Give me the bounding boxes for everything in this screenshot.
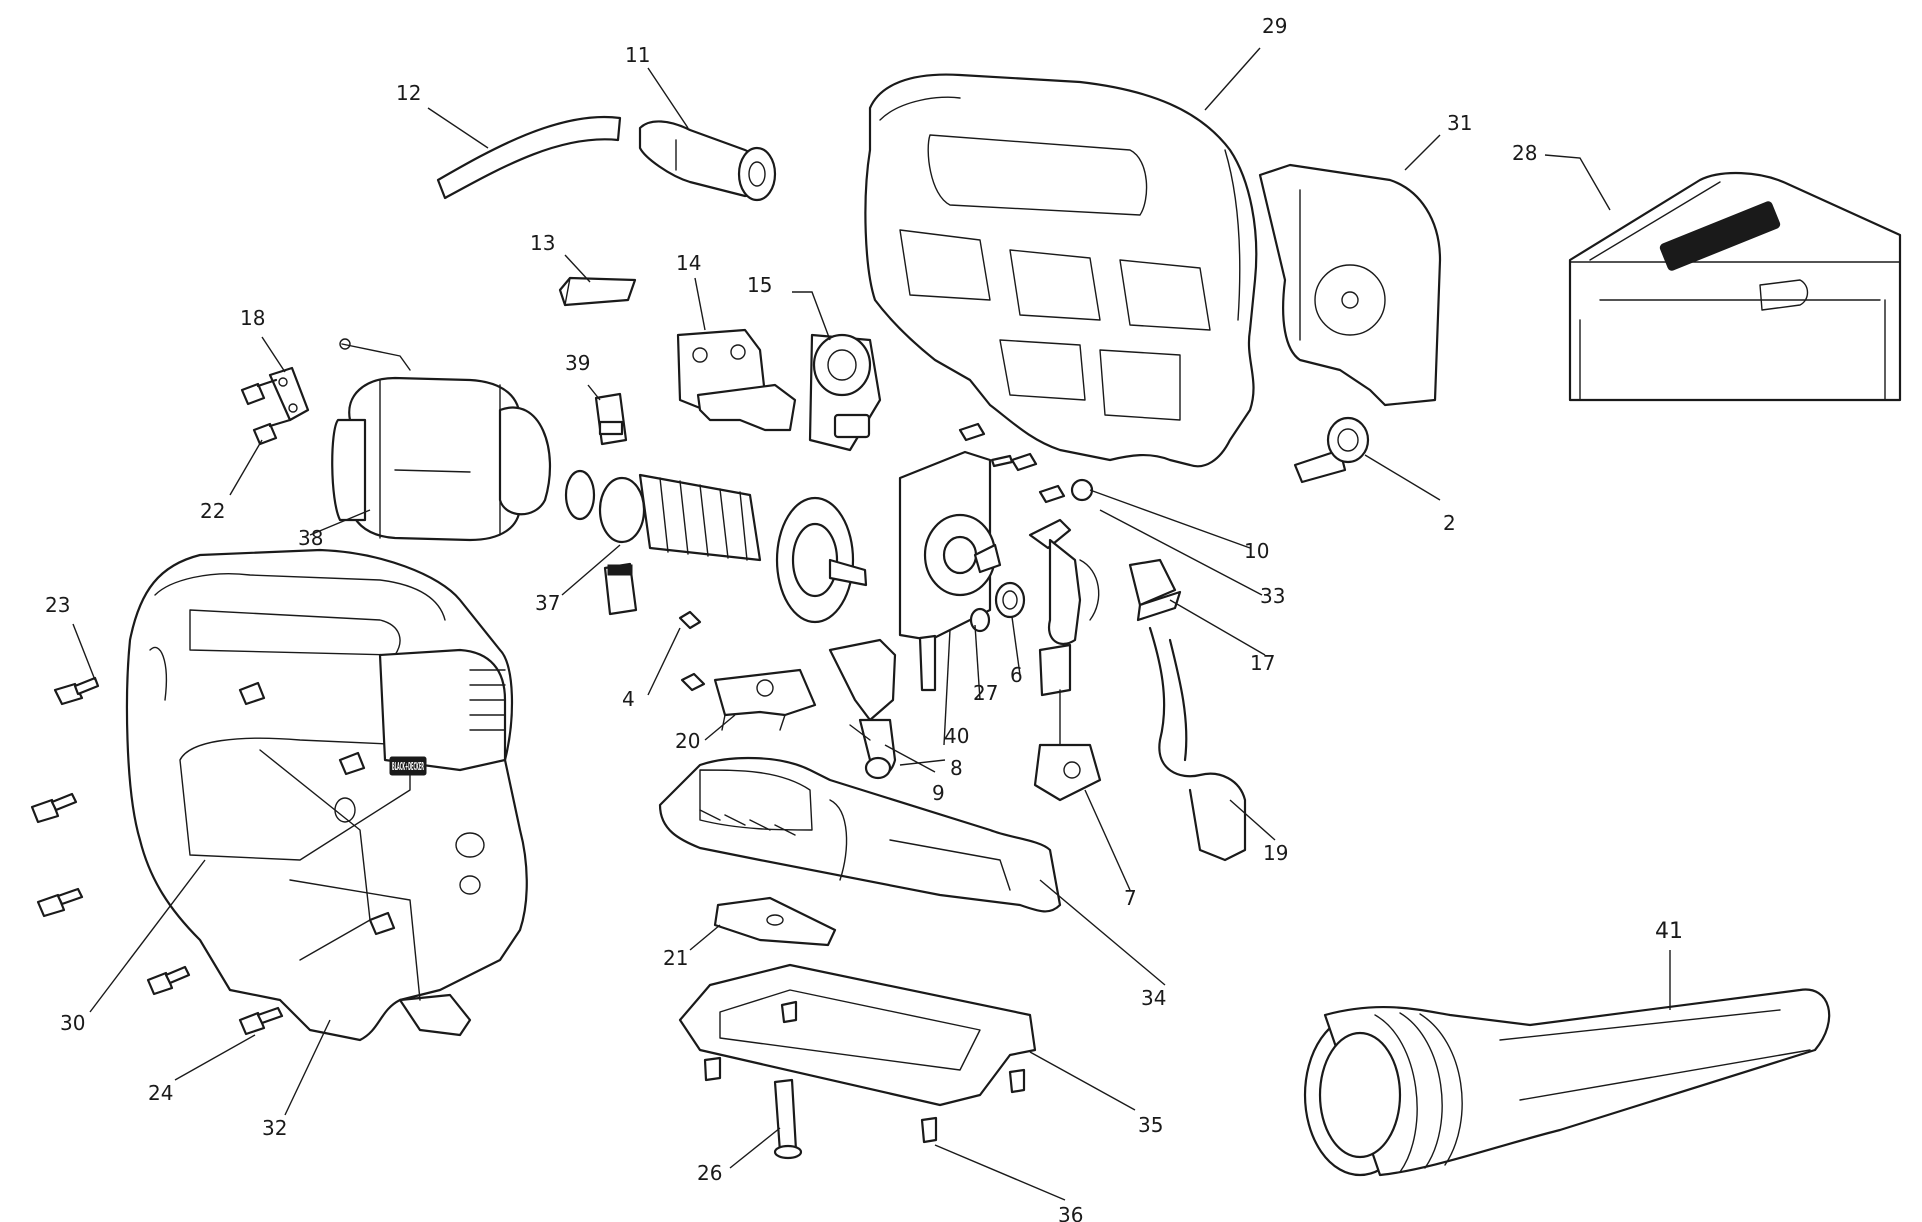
guide-clip-part: [1128, 558, 1182, 622]
label-40: 40: [944, 724, 969, 748]
label-37: 37: [535, 591, 560, 615]
pin-part: [678, 610, 706, 692]
label-12: 12: [396, 81, 421, 105]
armature-part: [564, 469, 868, 624]
screws-part: [958, 422, 1094, 504]
label-29: 29: [1262, 14, 1287, 38]
label-30: 30: [60, 1011, 85, 1035]
carbon-brush-part: [603, 562, 638, 616]
label-41: 41: [1655, 919, 1683, 944]
label-24: 24: [148, 1081, 173, 1105]
gear-plate-part: [898, 450, 1002, 692]
label-31: 31: [1447, 111, 1472, 135]
label-28: 28: [1512, 141, 1537, 165]
label-36: 36: [1058, 1203, 1083, 1222]
blade-holder-lever-part: [828, 638, 897, 780]
label-9: 9: [932, 781, 945, 805]
label-17: 17: [1250, 651, 1275, 675]
brand-logo-text: BLACK+DECKER: [392, 760, 424, 773]
label-35: 35: [1138, 1113, 1163, 1137]
label-13: 13: [530, 231, 555, 255]
switch-part: [676, 328, 797, 432]
label-19: 19: [1263, 841, 1288, 865]
speed-control-part: [808, 333, 882, 452]
leader-lines: [72, 47, 1671, 1201]
plunger-assembly-part: [1028, 518, 1102, 802]
label-4: 4: [622, 687, 635, 711]
felt-pad-part: [558, 276, 637, 307]
label-11: 11: [625, 43, 650, 67]
cord-protector-part: [638, 120, 777, 202]
label-21: 21: [663, 946, 688, 970]
shoe-plate-part: [678, 963, 1037, 1107]
label-8: 8: [950, 756, 963, 780]
clamp-screws-part: [240, 378, 292, 446]
label-6: 6: [1010, 663, 1023, 687]
label-39: 39: [565, 351, 590, 375]
label-32: 32: [262, 1116, 287, 1140]
label-23: 23: [45, 593, 70, 617]
lock-plate-part: [713, 668, 817, 731]
spring-wire-part: [1148, 626, 1247, 862]
label-20: 20: [675, 729, 700, 753]
label-15: 15: [747, 273, 772, 297]
dust-extraction-adapter-part: [1303, 988, 1831, 1177]
label-38: 38: [298, 526, 323, 550]
gear-base-part: [658, 756, 1062, 913]
label-26: 26: [697, 1161, 722, 1185]
carry-case-part: [1568, 172, 1902, 402]
label-2: 2: [1443, 511, 1456, 535]
label-10: 10: [1244, 539, 1269, 563]
stator-field-part: [331, 338, 552, 542]
housing-screws-part: [30, 676, 396, 1036]
jigsaw-body-part: BLACK+DECKER: [125, 548, 528, 1042]
housing-shell-part: [864, 73, 1258, 468]
cord-sleeve-part: [436, 115, 622, 200]
label-7: 7: [1124, 886, 1137, 910]
blade-lever-knob-part: [1293, 416, 1370, 484]
brush-holder-part: [594, 392, 628, 446]
label-34: 34: [1141, 986, 1166, 1010]
label-33: 33: [1260, 584, 1285, 608]
base-plate-insert-part: [713, 896, 837, 947]
pinion-gear-part: [969, 581, 1026, 633]
cord-clamp-part: [268, 366, 310, 422]
label-14: 14: [676, 251, 701, 275]
callout-labels: 2 4 6 7 8 9 10 11 12 13 14 15 17 18 19 2…: [45, 14, 1683, 1222]
label-22: 22: [200, 499, 225, 523]
blade-guard-cover-part: [1258, 163, 1442, 407]
label-27: 27: [973, 681, 998, 705]
label-18: 18: [240, 306, 265, 330]
